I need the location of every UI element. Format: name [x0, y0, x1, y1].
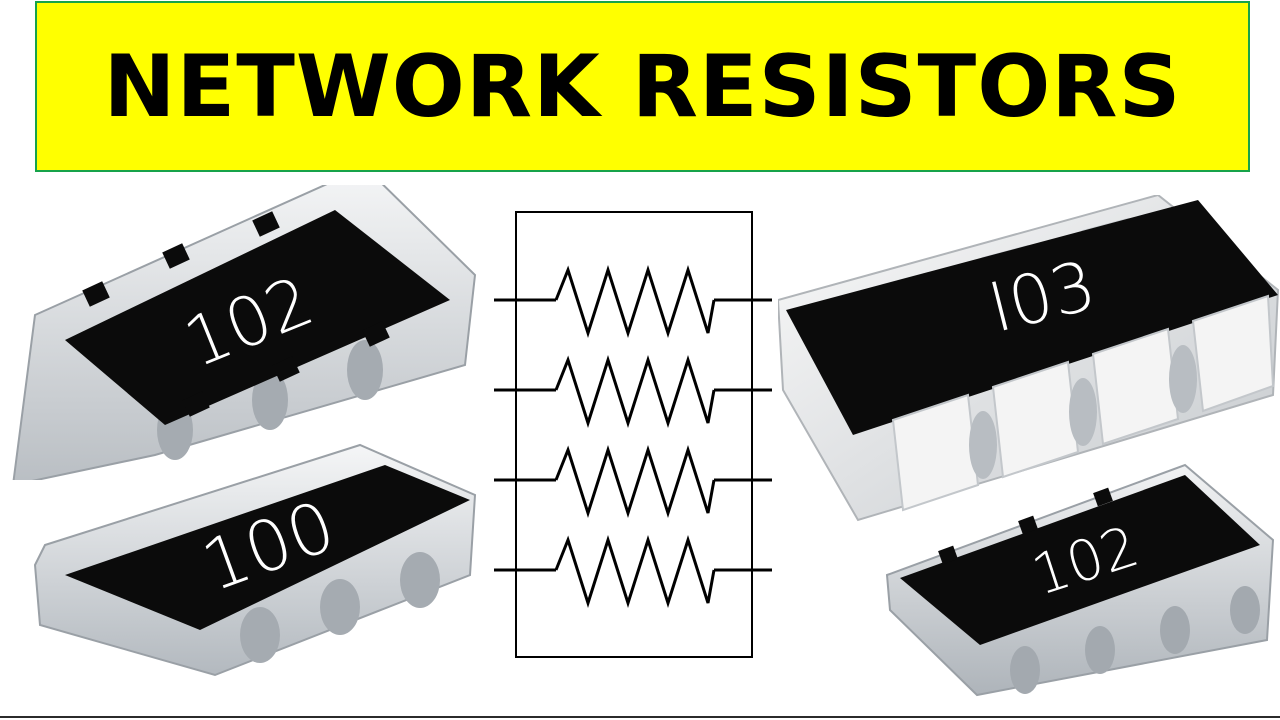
page-title: NETWORK RESISTORS — [103, 36, 1182, 137]
schematic-resistor-3 — [494, 445, 772, 518]
schematic-resistor-1 — [494, 265, 772, 338]
resistor-array-top-right: I03 — [778, 195, 1280, 522]
resistor-array-bottom-right: 102 — [885, 463, 1275, 697]
resistor-array-top-left: 102 — [12, 185, 477, 480]
resistor-network-schematic — [494, 211, 772, 658]
schematic-resistors — [494, 265, 772, 608]
schematic-enclosure — [515, 211, 753, 658]
title-banner: NETWORK RESISTORS — [35, 1, 1250, 172]
schematic-resistor-2 — [494, 355, 772, 428]
resistor-array-bottom-left: 100 — [33, 443, 477, 677]
schematic-resistor-4 — [494, 535, 772, 608]
bottom-rule — [0, 716, 1280, 718]
